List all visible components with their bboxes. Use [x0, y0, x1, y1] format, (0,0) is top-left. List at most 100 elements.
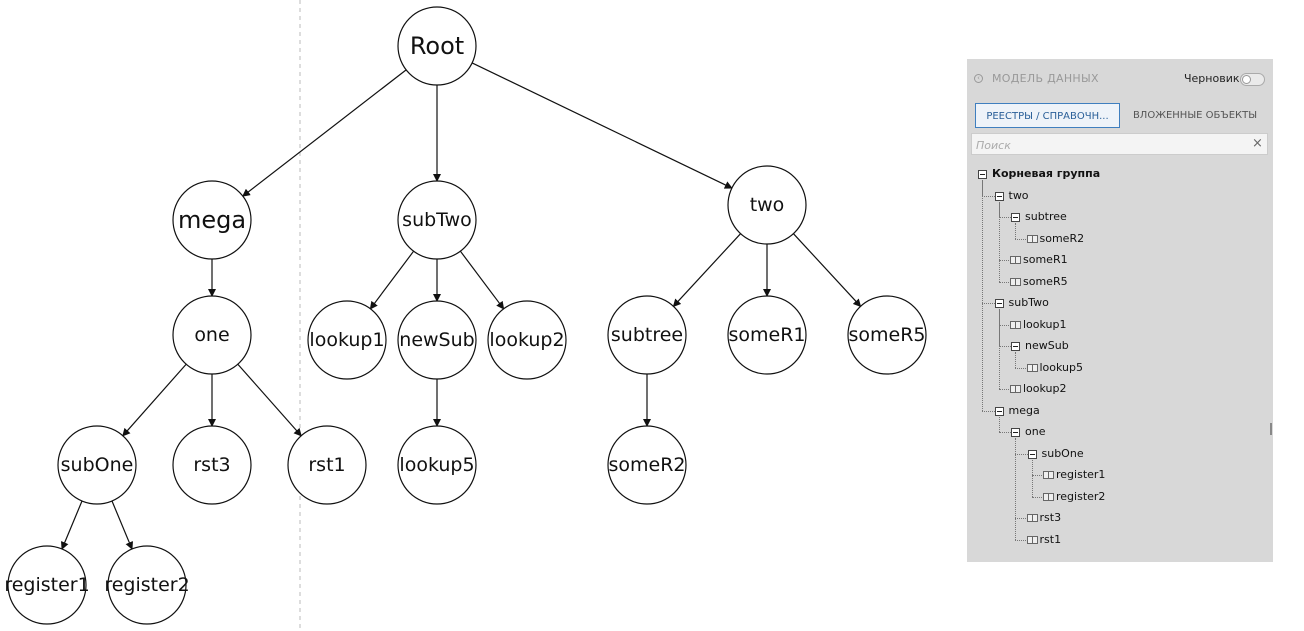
node-circle — [57, 425, 137, 505]
edge-subOne-register2 — [111, 500, 133, 550]
minus-square-icon[interactable] — [1011, 213, 1020, 222]
tree-item-lookup1[interactable]: lookup1 — [1023, 317, 1067, 331]
node-circle — [397, 180, 477, 260]
edge-root-mega — [242, 69, 407, 197]
draft-label: Черновик — [1184, 72, 1240, 85]
tree-connector — [998, 260, 1011, 261]
node-subOne[interactable]: subOne — [57, 425, 137, 505]
tree-item-someR2[interactable]: someR2 — [1039, 231, 1085, 245]
tree-item-rst3[interactable]: rst3 — [1039, 511, 1062, 524]
node-two[interactable]: two — [727, 165, 807, 245]
node-circle — [307, 300, 387, 380]
edge-two-someR5 — [793, 233, 862, 308]
node-subTwo[interactable]: subTwo — [397, 180, 477, 260]
resize-handle[interactable] — [1270, 423, 1272, 435]
tree-connector — [1015, 438, 1016, 540]
minus-square-icon[interactable] — [994, 191, 1004, 201]
tree-item-newSub[interactable]: newSub — [1025, 339, 1069, 352]
tree-item-Корневая группа[interactable]: Корневая группа — [992, 167, 1101, 180]
node-circle — [397, 425, 477, 505]
node-mega[interactable]: mega — [172, 180, 252, 260]
node-subtree[interactable]: subtree — [607, 295, 687, 375]
tree-item-mega[interactable]: mega — [1008, 403, 1040, 417]
node-lookup5[interactable]: lookup5 — [397, 425, 477, 505]
close-icon[interactable]: × — [1252, 136, 1263, 151]
tree-connector — [1015, 518, 1028, 519]
book-icon — [1043, 492, 1054, 501]
tree-connector — [1031, 475, 1044, 476]
node-circle — [397, 300, 477, 380]
node-label: lookup2 — [489, 329, 564, 351]
node-circle — [727, 295, 807, 375]
tree-item-register2[interactable]: register2 — [1056, 489, 1106, 503]
tree-item-subOne[interactable]: subOne — [1041, 446, 1084, 460]
minus-square-icon[interactable] — [994, 406, 1004, 416]
tree-item-one[interactable]: one — [1025, 425, 1046, 438]
minus-square-icon[interactable] — [1011, 428, 1020, 437]
node-register2[interactable]: register2 — [104, 545, 190, 625]
tree-item-lookup5[interactable]: lookup5 — [1039, 360, 1084, 374]
tab-nested-objects[interactable]: ВЛОЖЕННЫЕ ОБЪЕКТЫ — [1132, 110, 1258, 121]
tree-item-rst1[interactable]: rst1 — [1039, 532, 1062, 546]
book-icon — [1043, 471, 1054, 479]
table-icon — [1010, 385, 1021, 393]
node-label: register1 — [4, 574, 89, 596]
tree-connector — [998, 324, 1011, 326]
tree-connector — [998, 309, 1000, 389]
edge-one-subOne — [122, 363, 187, 437]
node-circle — [397, 6, 477, 86]
node-label: rst3 — [193, 454, 230, 476]
tree-item-someR1[interactable]: someR1 — [1023, 253, 1068, 266]
node-circle — [172, 425, 252, 505]
panel-title: МОДЕЛЬ ДАННЫХ — [992, 72, 1099, 85]
tree-item-two[interactable]: two — [1008, 188, 1029, 202]
tree-item-register1[interactable]: register1 — [1056, 468, 1106, 481]
node-rst3[interactable]: rst3 — [172, 425, 252, 505]
node-label: Root — [410, 32, 464, 60]
tree-item-subTwo[interactable]: subTwo — [1008, 296, 1049, 309]
tree-item-subtree[interactable]: subtree — [1025, 210, 1067, 223]
tree-connector — [998, 201, 1000, 282]
node-circle — [727, 165, 807, 245]
tree-connector — [1031, 496, 1044, 498]
edge-subTwo-lookup1 — [369, 250, 415, 310]
node-register1[interactable]: register1 — [4, 545, 90, 625]
node-root[interactable]: Root — [397, 6, 477, 86]
tree-connector — [982, 180, 983, 411]
node-someR5[interactable]: someR5 — [847, 295, 927, 375]
toggle-knob — [1242, 75, 1251, 84]
tree-connector — [998, 346, 1011, 347]
node-someR2[interactable]: someR2 — [607, 425, 687, 505]
book-icon — [1010, 256, 1021, 264]
edge-subTwo-lookup2 — [459, 250, 505, 310]
minus-square-icon[interactable] — [978, 170, 987, 179]
node-label: someR2 — [608, 454, 685, 476]
chevron-left-circle-icon[interactable]: ‹ — [974, 74, 983, 83]
tab-registers[interactable]: РЕЕСТРЫ / СПРАВОЧН... — [975, 103, 1120, 128]
book-icon — [1026, 234, 1038, 243]
table-icon — [1010, 320, 1021, 329]
node-lookup2[interactable]: lookup2 — [487, 300, 567, 380]
tree-connector — [998, 432, 1011, 433]
tree-item-someR5[interactable]: someR5 — [1023, 274, 1068, 288]
node-newSub[interactable]: newSub — [397, 300, 477, 380]
minus-square-icon[interactable] — [1027, 449, 1037, 459]
minus-square-icon[interactable] — [1011, 342, 1020, 351]
node-rst1[interactable]: rst1 — [287, 425, 367, 505]
draft-toggle[interactable] — [1240, 73, 1265, 86]
node-label: lookup5 — [399, 454, 474, 476]
node-circle — [172, 295, 252, 375]
book-icon — [1026, 514, 1038, 522]
book-icon — [1010, 277, 1021, 286]
node-lookup1[interactable]: lookup1 — [307, 300, 387, 380]
search-input[interactable] — [974, 135, 1248, 155]
node-one[interactable]: one — [172, 295, 252, 375]
node-label: rst1 — [308, 454, 345, 476]
minus-square-icon[interactable] — [994, 299, 1004, 308]
model-tree: Корневая группа two subtree someR2 someR1 som… — [967, 59, 1273, 562]
node-circle — [107, 545, 187, 625]
tree-connector — [1015, 367, 1028, 369]
node-circle — [847, 295, 927, 375]
tree-item-lookup2[interactable]: lookup2 — [1023, 382, 1067, 395]
node-someR1[interactable]: someR1 — [727, 295, 807, 375]
